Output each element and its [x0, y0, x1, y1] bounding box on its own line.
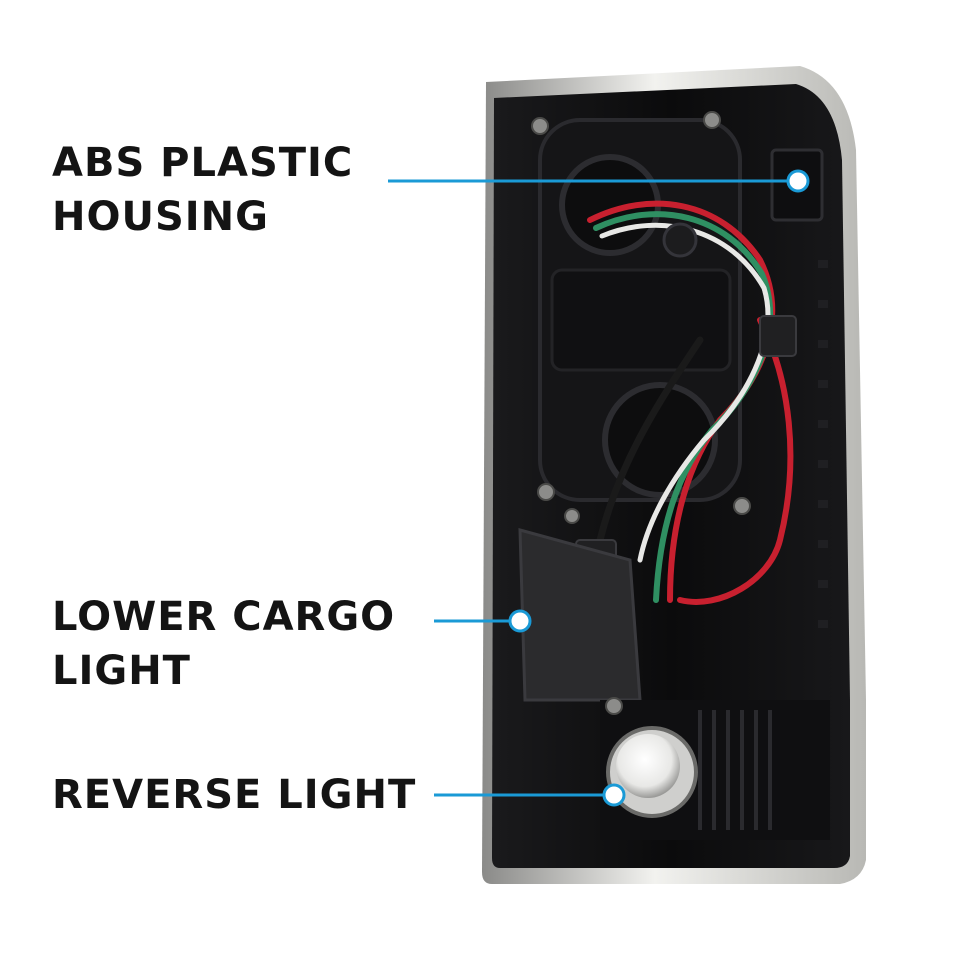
callout-dot-icon: [508, 169, 810, 807]
callout-reverse-light: REVERSE LIGHT: [52, 768, 416, 822]
callout-abs-plastic-housing: ABS PLASTIC HOUSING: [52, 136, 353, 244]
side-ribs: [818, 260, 828, 628]
callout-line-2: HOUSING: [52, 194, 269, 240]
callout-line-1: REVERSE LIGHT: [52, 772, 417, 818]
callout-line-1: ABS PLASTIC: [52, 140, 354, 186]
screw-icon: [531, 111, 751, 715]
cooling-fins: [698, 710, 772, 830]
callout-line-2: LIGHT: [52, 648, 191, 694]
connector-upper: [759, 315, 797, 357]
callout-lower-cargo-light: LOWER CARGO LIGHT: [52, 590, 395, 698]
callout-leaders: [388, 179, 788, 797]
callout-line-1: LOWER CARGO: [52, 594, 396, 640]
